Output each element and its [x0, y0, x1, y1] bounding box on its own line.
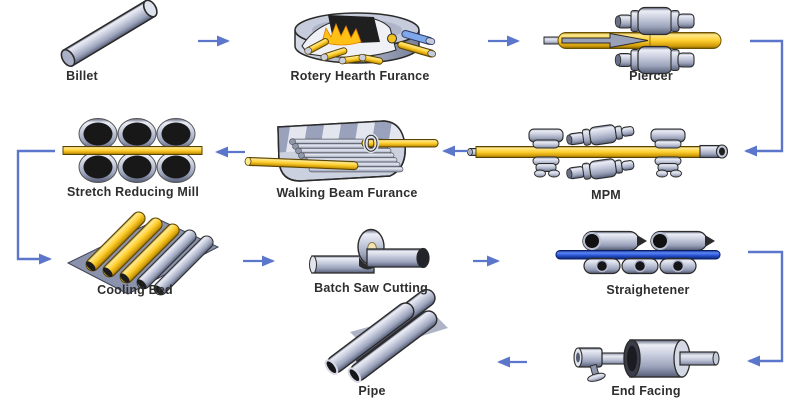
label-mpm: MPM: [591, 188, 621, 202]
mpm-bottom-spool: [566, 158, 635, 180]
piercer-illustration: [543, 6, 722, 75]
pipe-illustration: [324, 288, 448, 384]
label-rotary-hearth-furnace: Rotery Hearth Furance: [290, 69, 430, 83]
label-batch-saw-cutting: Batch Saw Cutting: [314, 281, 428, 295]
piercer-top-roller: [614, 6, 695, 36]
stretch-reducing-mill-illustration: [62, 118, 203, 183]
furnace-rods: [304, 38, 384, 65]
label-cooling-bed: Cooling Bed: [97, 283, 173, 297]
label-billet: Billet: [66, 69, 98, 83]
label-straightener: Straighetener: [606, 283, 690, 297]
mpm-top-spool: [566, 124, 635, 146]
label-end-facing: End Facing: [611, 384, 681, 398]
rotary-hearth-furnace-illustration: [294, 12, 437, 65]
mill-rollers: [78, 118, 196, 183]
connector-stretch-mill-to-cooling-bed-icon: [16, 149, 55, 265]
end-facing-tool: [587, 363, 606, 382]
connector-piercer-to-mpm-icon: [744, 39, 784, 157]
label-walking-beam-furnace: Walking Beam Furance: [276, 186, 418, 200]
batch-saw-cutting-illustration: [309, 228, 430, 274]
walking-beam-furnace-illustration: [244, 120, 439, 182]
connector-straightener-to-end-facing-icon: [747, 250, 784, 367]
straightener-bottom-rollers: [583, 257, 697, 275]
cooling-bed-illustration: [66, 211, 220, 296]
straightener-illustration: [555, 230, 721, 275]
label-piercer: Piercer: [629, 69, 673, 83]
label-stretch-reducing-mill: Stretch Reducing Mill: [67, 185, 199, 199]
mpm-roller-stand: [528, 128, 564, 178]
label-pipe: Pipe: [358, 384, 386, 398]
piercer-bottom-roller: [614, 45, 695, 75]
straightener-top-rollers: [582, 230, 715, 252]
end-facing-illustration: [573, 339, 720, 382]
mpm-illustration: [467, 124, 729, 180]
billet-illustration: [60, 0, 158, 68]
